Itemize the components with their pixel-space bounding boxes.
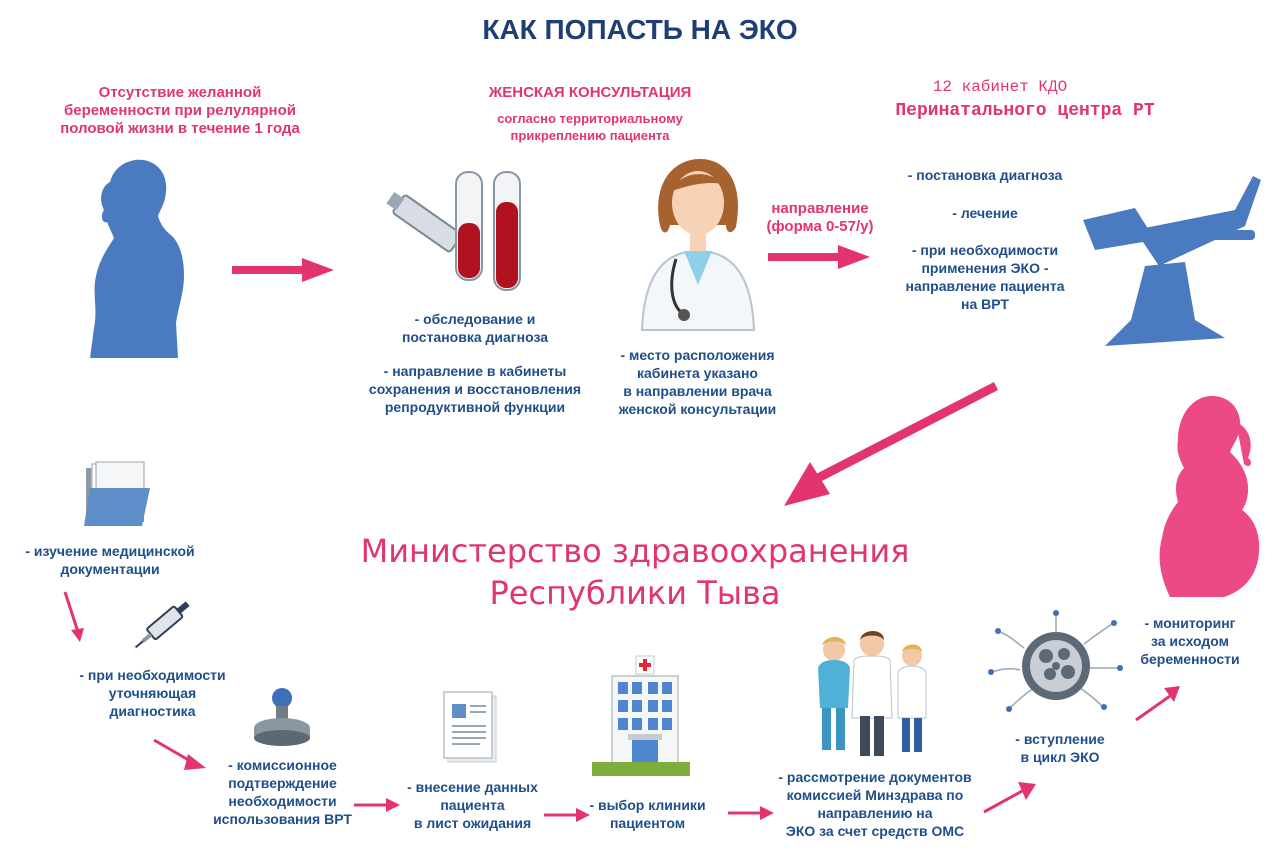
commission-line-1: - комиссионное	[228, 757, 337, 773]
monitor-line-3: беременности	[1140, 651, 1240, 667]
stamp-icon	[254, 688, 310, 746]
document-icon	[443, 691, 497, 763]
arrow-right-icon	[232, 258, 334, 282]
ivf-cycle-text: - вступление в цикл ЭКО	[1005, 730, 1115, 766]
kdo-title: 12 кабинет КДО	[932, 78, 1068, 96]
exam-line-1: - обследование и	[414, 311, 536, 327]
syringe-icon	[134, 601, 190, 649]
commission-line-2: подтверждение	[228, 775, 337, 791]
clinic-line-2: пациентом	[609, 815, 686, 831]
review-docs-text: - рассмотрение документов комиссией Минз…	[760, 768, 990, 840]
page-title: КАК ПОПАСТЬ НА ЭКО	[482, 14, 798, 45]
kdo-ivf-referral: - при необходимости применения ЭКО - нап…	[880, 241, 1090, 313]
woman-silhouette-icon	[90, 159, 184, 358]
cycle-line-2: в цикл ЭКО	[1020, 749, 1100, 765]
referral-line-2: сохранения и восстановления	[368, 381, 582, 397]
consultation-sub-line-2: прикреплению пациента	[510, 128, 670, 143]
study-docs-text: - изучение медицинской документации	[10, 542, 210, 578]
clarify-line-3: диагностика	[109, 703, 196, 719]
review-line-4: ЭКО за счет средств ОМС	[785, 823, 965, 839]
location-line-1: - место расположения	[620, 347, 775, 363]
cycle-line-1: - вступление	[1015, 731, 1105, 747]
kdo-subtitle: Перинатального центра РТ	[895, 101, 1155, 121]
arrow-small-right-icon	[354, 798, 400, 812]
doctor-icon	[640, 159, 756, 331]
arrow-small-right-icon	[728, 806, 774, 820]
arrow-small-down-icon	[63, 591, 84, 642]
kdo-line-3: - при необходимости	[911, 242, 1059, 258]
review-line-1: - рассмотрение документов	[778, 769, 972, 785]
gynecological-chair-icon	[1083, 176, 1261, 346]
consultation-subtitle: согласно территориальному прикреплению п…	[470, 110, 710, 144]
monitor-line-2: за исходом	[1150, 633, 1230, 649]
clinic-choice-text: - выбор клиники пациентом	[585, 796, 710, 832]
ministry-line-1: Министерство здравоохранения	[360, 532, 910, 570]
clarify-diagnostics-text: - при необходимости уточняющая диагности…	[60, 666, 245, 720]
kdo-diagnosis: - постановка диагноза	[907, 167, 1063, 183]
direction-line-1: направление	[771, 200, 869, 217]
ministry-title: Министерство здравоохранения Республики …	[300, 530, 970, 614]
absence-text: Отсутствие желанной беременности при рел…	[50, 84, 310, 138]
kdo-line-5: направление пациента	[905, 278, 1065, 294]
medical-team-icon	[818, 631, 927, 756]
monitor-line-1: - мониторинг	[1144, 615, 1236, 631]
absence-line-2: беременности при релулярной	[64, 102, 296, 119]
clarify-line-1: - при необходимости	[79, 667, 226, 683]
folder-icon	[84, 461, 150, 526]
clarify-line-2: уточняющая	[108, 685, 197, 701]
referral-cabinets-text: - направление в кабинеты сохранения и во…	[350, 362, 600, 416]
consultation-title: ЖЕНСКАЯ КОНСУЛЬТАЦИЯ	[488, 84, 692, 101]
monitoring-text: - мониторинг за исходом беременности	[1130, 614, 1250, 668]
ministry-line-2: Республики Тыва	[489, 574, 781, 612]
study-line-2: документации	[60, 561, 160, 577]
arrow-small-right-icon	[544, 808, 590, 822]
egg-sperm-icon	[988, 610, 1123, 712]
waitlist-line-3: в лист ожидания	[413, 815, 532, 831]
kdo-line-6: на ВРТ	[961, 296, 1009, 312]
consultation-sub-line-1: согласно территориальному	[497, 111, 683, 126]
waitlist-line-2: пациента	[440, 797, 505, 813]
pregnant-woman-icon	[1159, 396, 1260, 597]
absence-line-3: половой жизни в течение 1 года	[60, 120, 300, 137]
test-tubes-syringe-icon	[386, 171, 521, 291]
exam-line-2: постановка диагноза	[401, 329, 549, 345]
direction-line-2: (форма 0-57/у)	[766, 218, 874, 235]
waitlist-line-1: - внесение данных	[407, 779, 538, 795]
kdo-line-4: применения ЭКО -	[921, 260, 1049, 276]
referral-line-3: репродуктивной функции	[384, 399, 566, 415]
referral-line-1: - направление в кабинеты	[383, 363, 567, 379]
exam-text: - обследование и постановка диагноза	[360, 310, 590, 346]
location-line-4: женской консультации	[618, 401, 777, 417]
location-text: - место расположения кабинета указано в …	[605, 346, 790, 418]
arrow-diagonal-icon	[784, 382, 998, 506]
direction-label: направление (форма 0-57/у)	[740, 200, 900, 236]
clinic-line-1: - выбор клиники	[589, 797, 706, 813]
commission-line-3: необходимости	[228, 793, 337, 809]
review-line-2: комиссией Минздрава по	[786, 787, 964, 803]
arrow-right-icon	[768, 245, 870, 269]
arrow-small-diagonal-icon	[153, 738, 206, 770]
arrow-small-diagonal-up-icon	[1135, 686, 1180, 722]
hospital-icon	[592, 655, 690, 776]
commission-line-4: использования ВРТ	[213, 811, 352, 827]
kdo-treatment: - лечение	[952, 205, 1018, 221]
commission-text: - комиссионное подтверждение необходимос…	[200, 756, 365, 828]
waitlist-text: - внесение данных пациента в лист ожидан…	[395, 778, 550, 832]
location-line-3: в направлении врача	[623, 383, 772, 399]
review-line-3: направлению на	[817, 805, 933, 821]
study-line-1: - изучение медицинской	[25, 543, 195, 559]
location-line-2: кабинета указано	[637, 365, 758, 381]
absence-line-1: Отсутствие желанной	[98, 84, 262, 101]
arrow-small-diagonal-up-icon	[983, 782, 1036, 814]
